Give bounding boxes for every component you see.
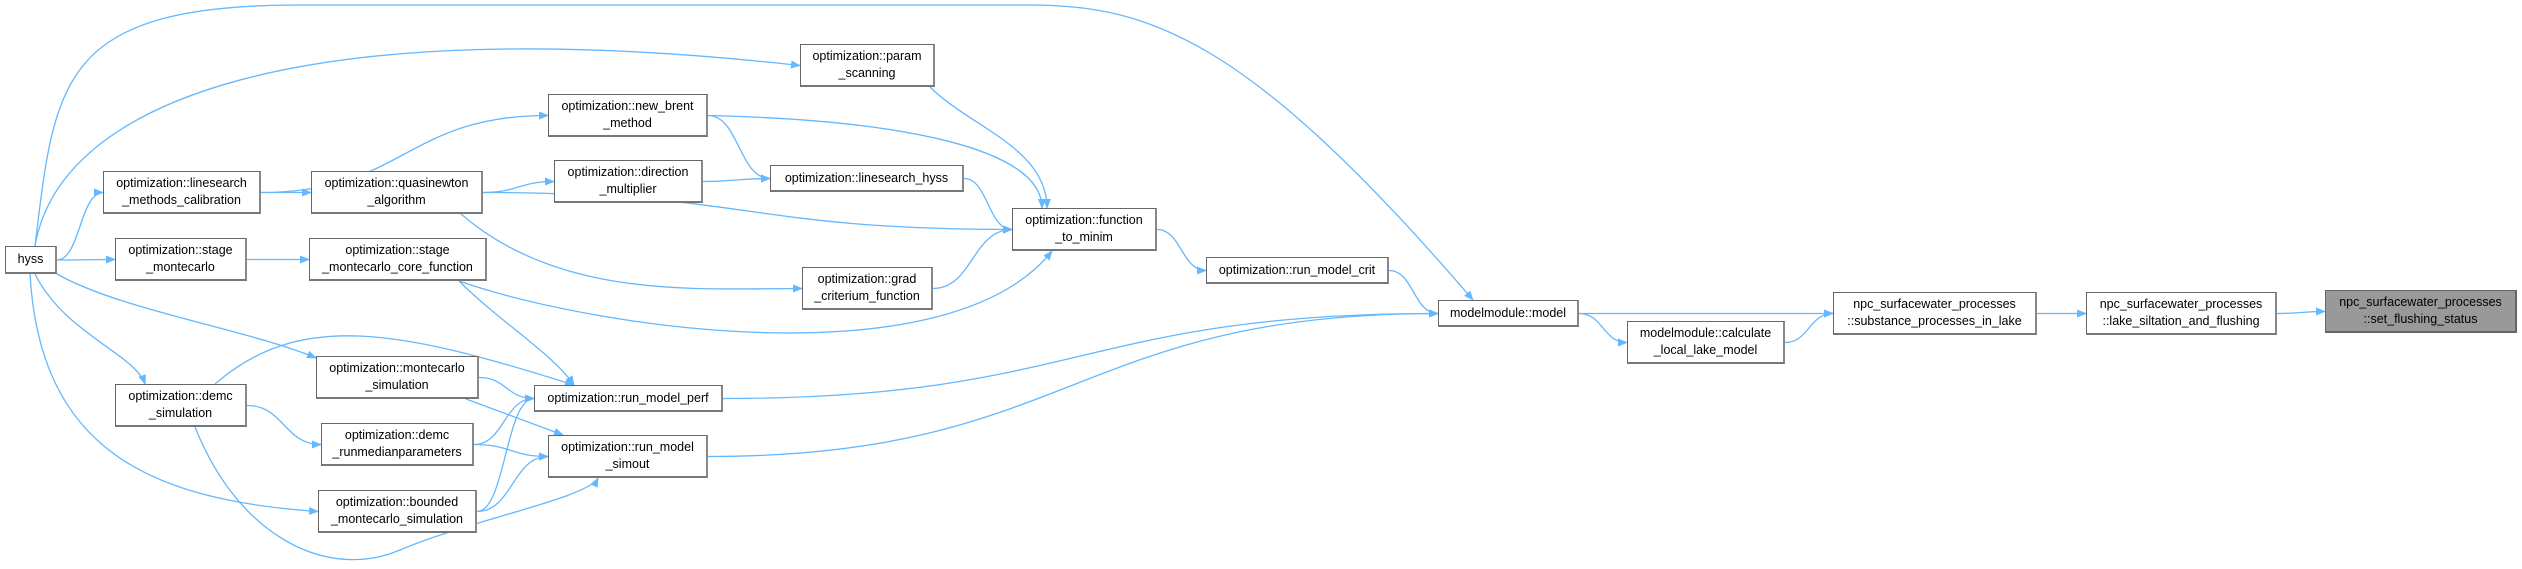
node-label: _local_lake_model [1653,343,1758,357]
edge-param-scanning-to-function-to-minim [929,86,1051,209]
edge-grad-criterium-function-to-function-to-minim [932,225,1013,290]
edge-hyss-to-montecarlo-simulation [56,273,317,359]
node-stage-montecarlo-core-function[interactable]: optimization::stage_montecarlo_core_func… [309,238,487,281]
node-label: optimization::linesearch_hyss [784,170,949,185]
edge-run-model-perf-to-model [722,309,1439,400]
node-label: _methods_calibration [122,193,241,207]
node-label: optimization::bounded [335,495,459,509]
node-label: _runmedianparameters [332,445,462,459]
node-substance-processes-in-lake[interactable]: npc_surfacewater_processes::substance_pr… [1833,292,2037,335]
node-label: _simout [605,457,650,471]
edge-demc-simulation-to-run-model-perf [214,335,575,387]
node-label: ::lake_siltation_and_flushing [2102,314,2260,328]
node-label: _montecarlo [146,260,215,274]
edge-run-model-simout-to-model [707,309,1439,458]
node-label: optimization::linesearch [116,176,247,190]
node-run-model-perf[interactable]: optimization::run_model_perf [534,385,723,412]
node-label: hyss [17,252,44,266]
node-label: _montecarlo_core_function [322,260,473,274]
node-label: optimization::direction [567,165,689,179]
node-label: _multiplier [599,182,657,196]
node-run-model-simout[interactable]: optimization::run_model_simout [548,435,708,478]
node-label: _scanning [838,66,896,80]
edge-hyss-to-stage-montecarlo [56,255,116,264]
node-stage-montecarlo[interactable]: optimization::stage_montecarlo [115,238,247,281]
node-quasinewton-algorithm[interactable]: optimization::quasinewton_algorithm [311,171,483,214]
edge-quasinewton-algorithm-to-direction-multiplier [482,177,555,194]
node-hyss[interactable]: hyss [5,246,57,274]
edge-demc-runmedianparameters-to-run-model-simout [473,443,549,461]
node-label: optimization::montecarlo [329,361,465,375]
node-function-to-minim[interactable]: optimization::function_to_minim [1012,208,1157,251]
node-label: optimization::stage [128,243,233,257]
edge-demc-simulation-to-demc-runmedianparameters [246,404,322,449]
edge-hyss-to-model [34,4,1474,301]
edge-new-brent-method-to-function-to-minim [707,114,1046,209]
node-label: optimization::demc [128,389,233,403]
node-label: optimization::quasinewton [324,176,469,190]
node-label: npc_surfacewater_processes [1853,297,2016,311]
node-label: optimization::run_model_perf [547,390,709,405]
node-lake-siltation-and-flushing[interactable]: npc_surfacewater_processes::lake_siltati… [2086,292,2277,335]
node-label: _criterium_function [814,289,920,303]
node-label: _to_minim [1055,230,1113,244]
edge-demc-simulation-to-run-model-simout [194,426,599,561]
node-label: optimization::function [1025,213,1143,227]
node-label: ::substance_processes_in_lake [1847,314,2022,328]
edge-stage-montecarlo-core-function-to-run-model-perf [458,280,575,386]
node-label: _simulation [365,378,429,392]
node-linesearch-hyss[interactable]: optimization::linesearch_hyss [770,165,964,192]
node-bounded-montecarlo-simulation[interactable]: optimization::bounded_montecarlo_simulat… [318,490,477,533]
node-label: modelmodule::calculate [1639,326,1772,340]
edge-lake-siltation-and-flushing-to-set-flushing-status [2276,307,2326,316]
node-direction-multiplier[interactable]: optimization::direction_multiplier [554,160,703,203]
node-montecarlo-simulation[interactable]: optimization::montecarlo_simulation [316,356,479,399]
edge-hyss-to-param-scanning [34,48,801,247]
edge-function-to-minim-to-run-model-crit [1156,228,1207,275]
node-label: optimization::run_model_crit [1218,262,1376,277]
edge-model-to-calculate-local-lake-model [1578,312,1628,347]
node-label: optimization::param [812,49,922,63]
node-demc-simulation[interactable]: optimization::demc_simulation [115,384,247,427]
node-demc-runmedianparameters[interactable]: optimization::demc_runmedianparameters [321,423,474,466]
node-grad-criterium-function[interactable]: optimization::grad_criterium_function [802,267,933,310]
node-linesearch-methods-calibration[interactable]: optimization::linesearch_methods_calibra… [103,171,261,214]
node-label: ::set_flushing_status [2363,312,2478,326]
node-label: optimization::grad [817,272,917,286]
node-label: npc_surfacewater_processes [2339,295,2502,309]
edge-direction-multiplier-to-linesearch-hyss [702,174,771,183]
node-set-flushing-status[interactable]: npc_surfacewater_processes::set_flushing… [2325,290,2517,333]
edge-new-brent-method-to-linesearch-hyss [707,114,771,183]
node-label: _simulation [148,406,213,420]
edge-linesearch-hyss-to-function-to-minim [963,177,1013,234]
edge-run-model-crit-to-model [1388,269,1439,318]
edge-montecarlo-simulation-to-run-model-perf [478,376,535,403]
node-label: npc_surfacewater_processes [2099,297,2263,311]
node-label: _algorithm [367,193,426,207]
node-label: optimization::run_model [561,440,694,454]
node-label: _montecarlo_simulation [330,512,463,526]
edge-hyss-to-linesearch-methods-calibration [56,188,104,261]
node-label: optimization::stage [345,243,450,257]
node-model[interactable]: modelmodule::model [1438,300,1579,327]
node-label: _method [603,116,652,130]
edge-bounded-montecarlo-simulation-to-run-model-perf [476,394,535,513]
edge-calculate-local-lake-model-to-substance-processes-in-lake [1784,309,1834,344]
edge-hyss-to-bounded-montecarlo-simulation [29,273,319,515]
node-label: optimization::demc [344,428,450,442]
node-run-model-crit[interactable]: optimization::run_model_crit [1206,257,1389,284]
node-param-scanning[interactable]: optimization::param_scanning [800,44,935,87]
edge-montecarlo-simulation-to-run-model-simout [465,398,564,436]
node-calculate-local-lake-model[interactable]: modelmodule::calculate_local_lake_model [1627,321,1785,364]
edge-hyss-to-demc-simulation [34,273,146,385]
node-new-brent-method[interactable]: optimization::new_brent_method [548,94,708,137]
edge-quasinewton-algorithm-to-grad-criterium-function [460,213,803,293]
edge-bounded-montecarlo-simulation-to-run-model-simout [476,452,549,513]
edge-stage-montecarlo-core-function-to-function-to-minim [458,250,1053,334]
node-label: modelmodule::model [1449,305,1567,320]
node-label: optimization::new_brent [561,99,694,113]
